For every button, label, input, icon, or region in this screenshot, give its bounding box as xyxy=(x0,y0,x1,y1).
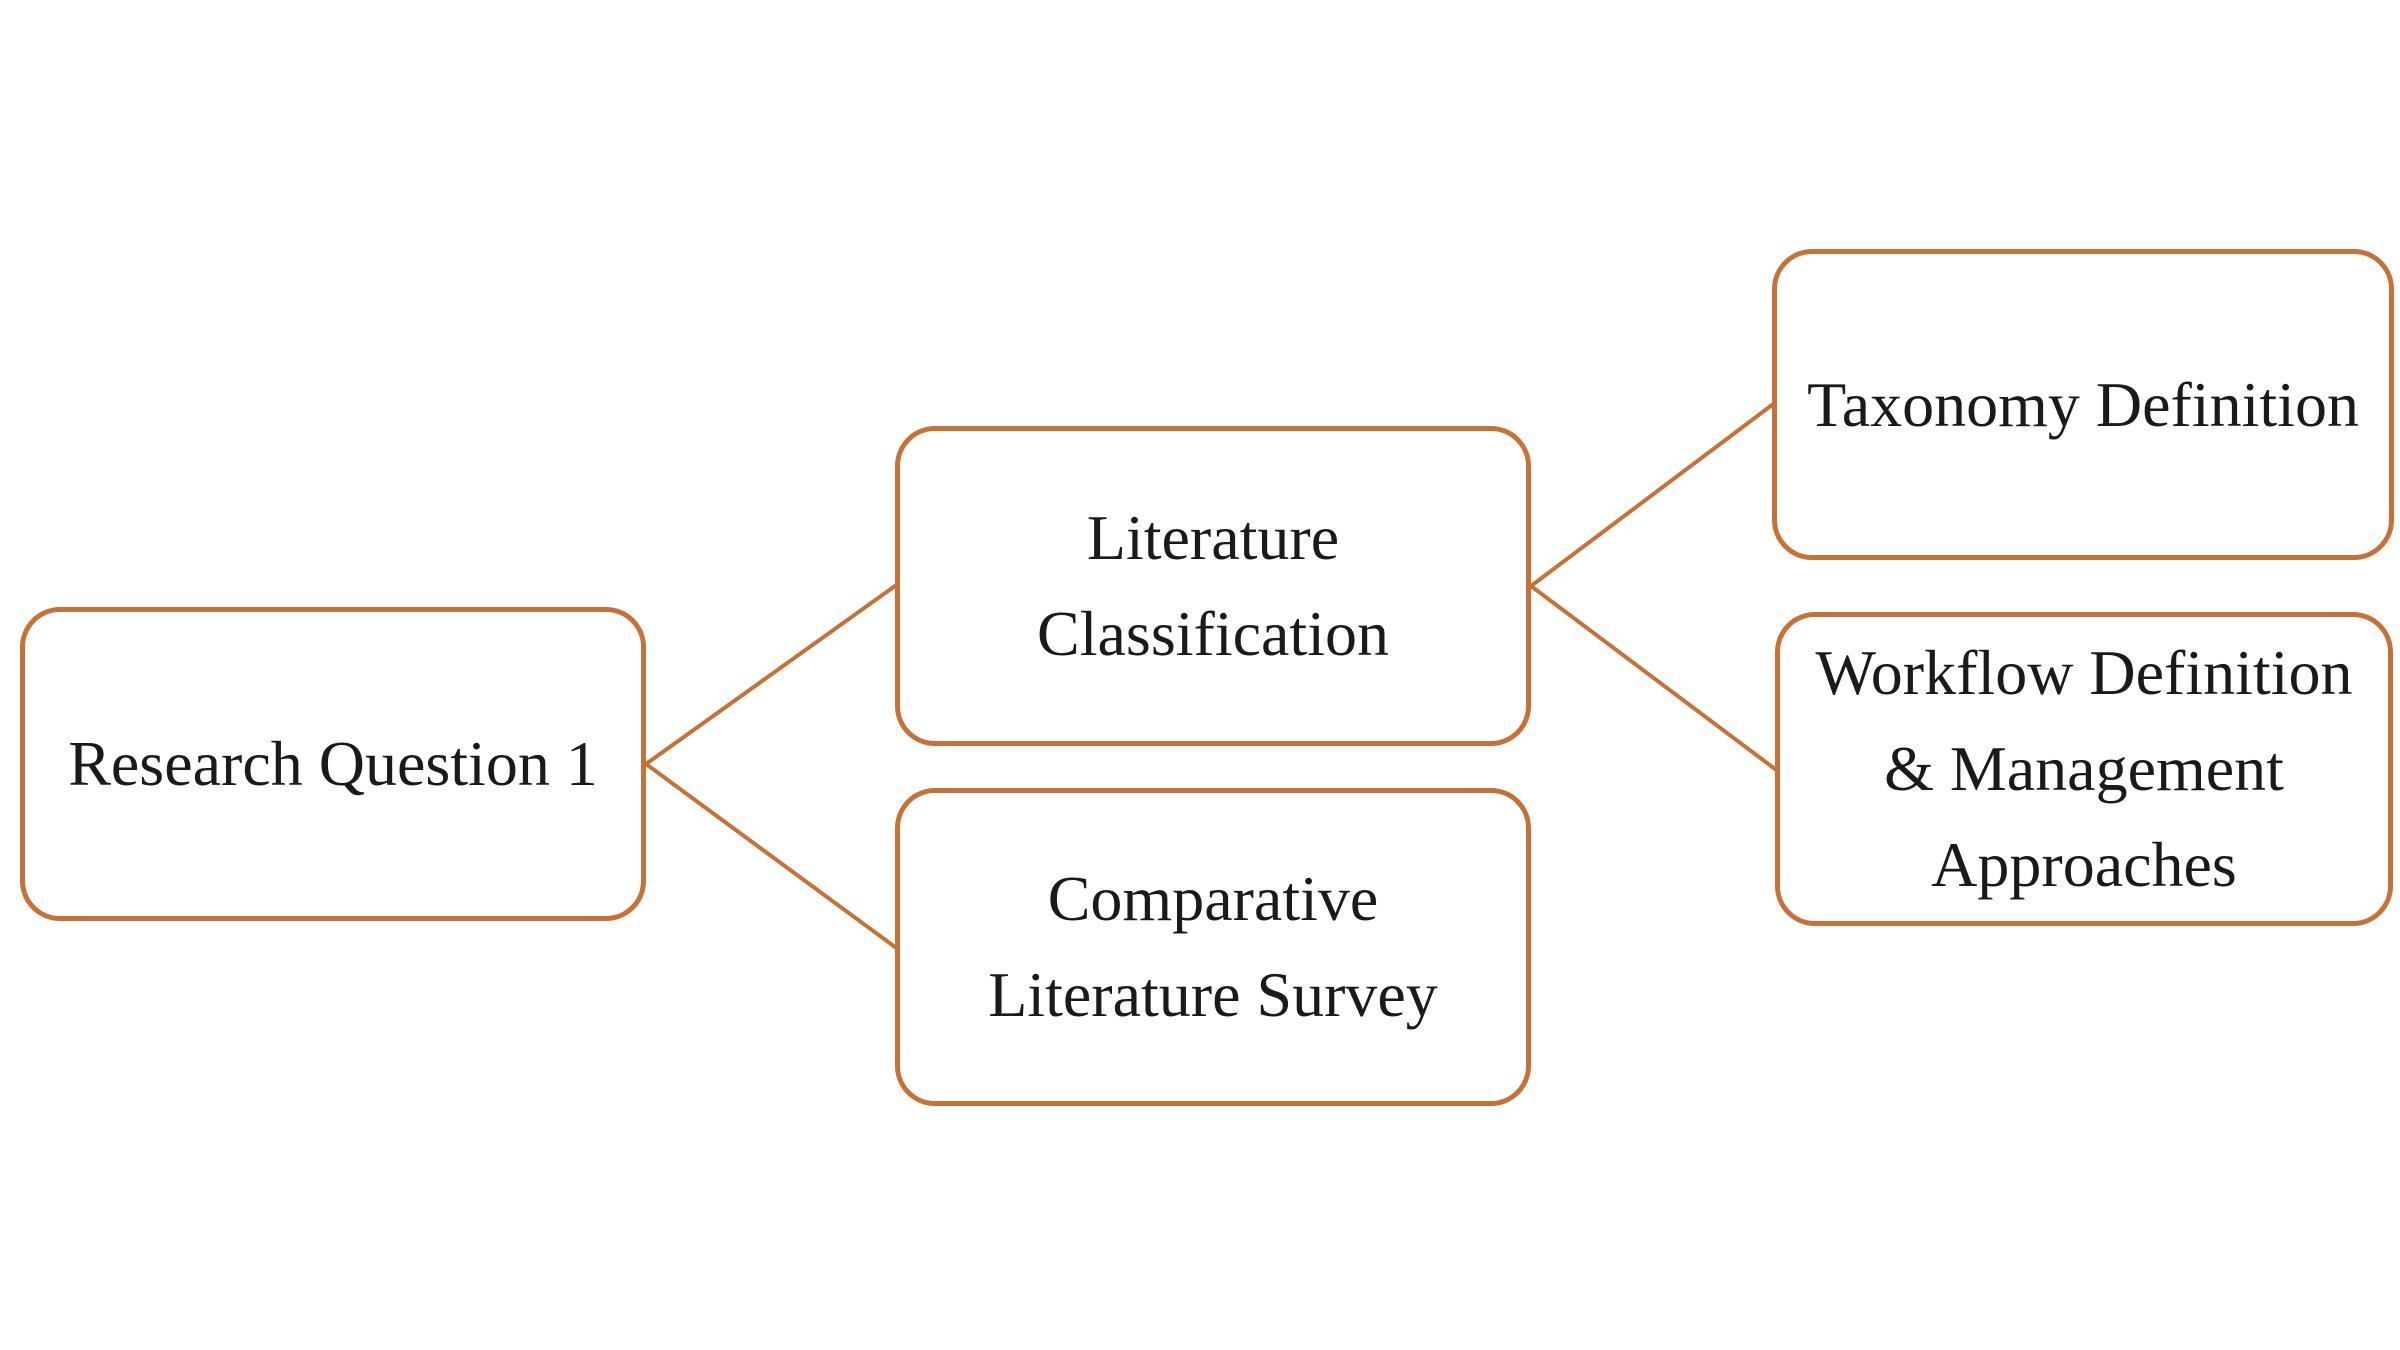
node-comparative-literature-survey: Comparative Literature Survey xyxy=(895,788,1531,1106)
node-workflow-definition-management-approaches: Workflow Definition & Management Approac… xyxy=(1775,612,2393,926)
node-comparative-literature-survey-label: Comparative Literature Survey xyxy=(988,863,1438,1030)
node-taxonomy-definition-label: Taxonomy Definition xyxy=(1807,368,2359,440)
edge-litclass-to-workflow xyxy=(1529,584,1777,771)
node-literature-classification: Literature Classification xyxy=(895,426,1531,746)
edge-research-to-litclass xyxy=(644,584,897,766)
node-workflow-definition-label: Workflow Definition & Management Approac… xyxy=(1815,637,2353,900)
edge-research-to-compsurvey xyxy=(644,762,897,949)
node-taxonomy-definition: Taxonomy Definition xyxy=(1772,249,2394,560)
node-literature-classification-label: Literature Classification xyxy=(1037,502,1389,669)
node-research-question-1-label: Research Question 1 xyxy=(68,728,598,799)
edge-litclass-to-taxonomy xyxy=(1529,403,1774,588)
node-research-question-1: Research Question 1 xyxy=(20,607,646,921)
